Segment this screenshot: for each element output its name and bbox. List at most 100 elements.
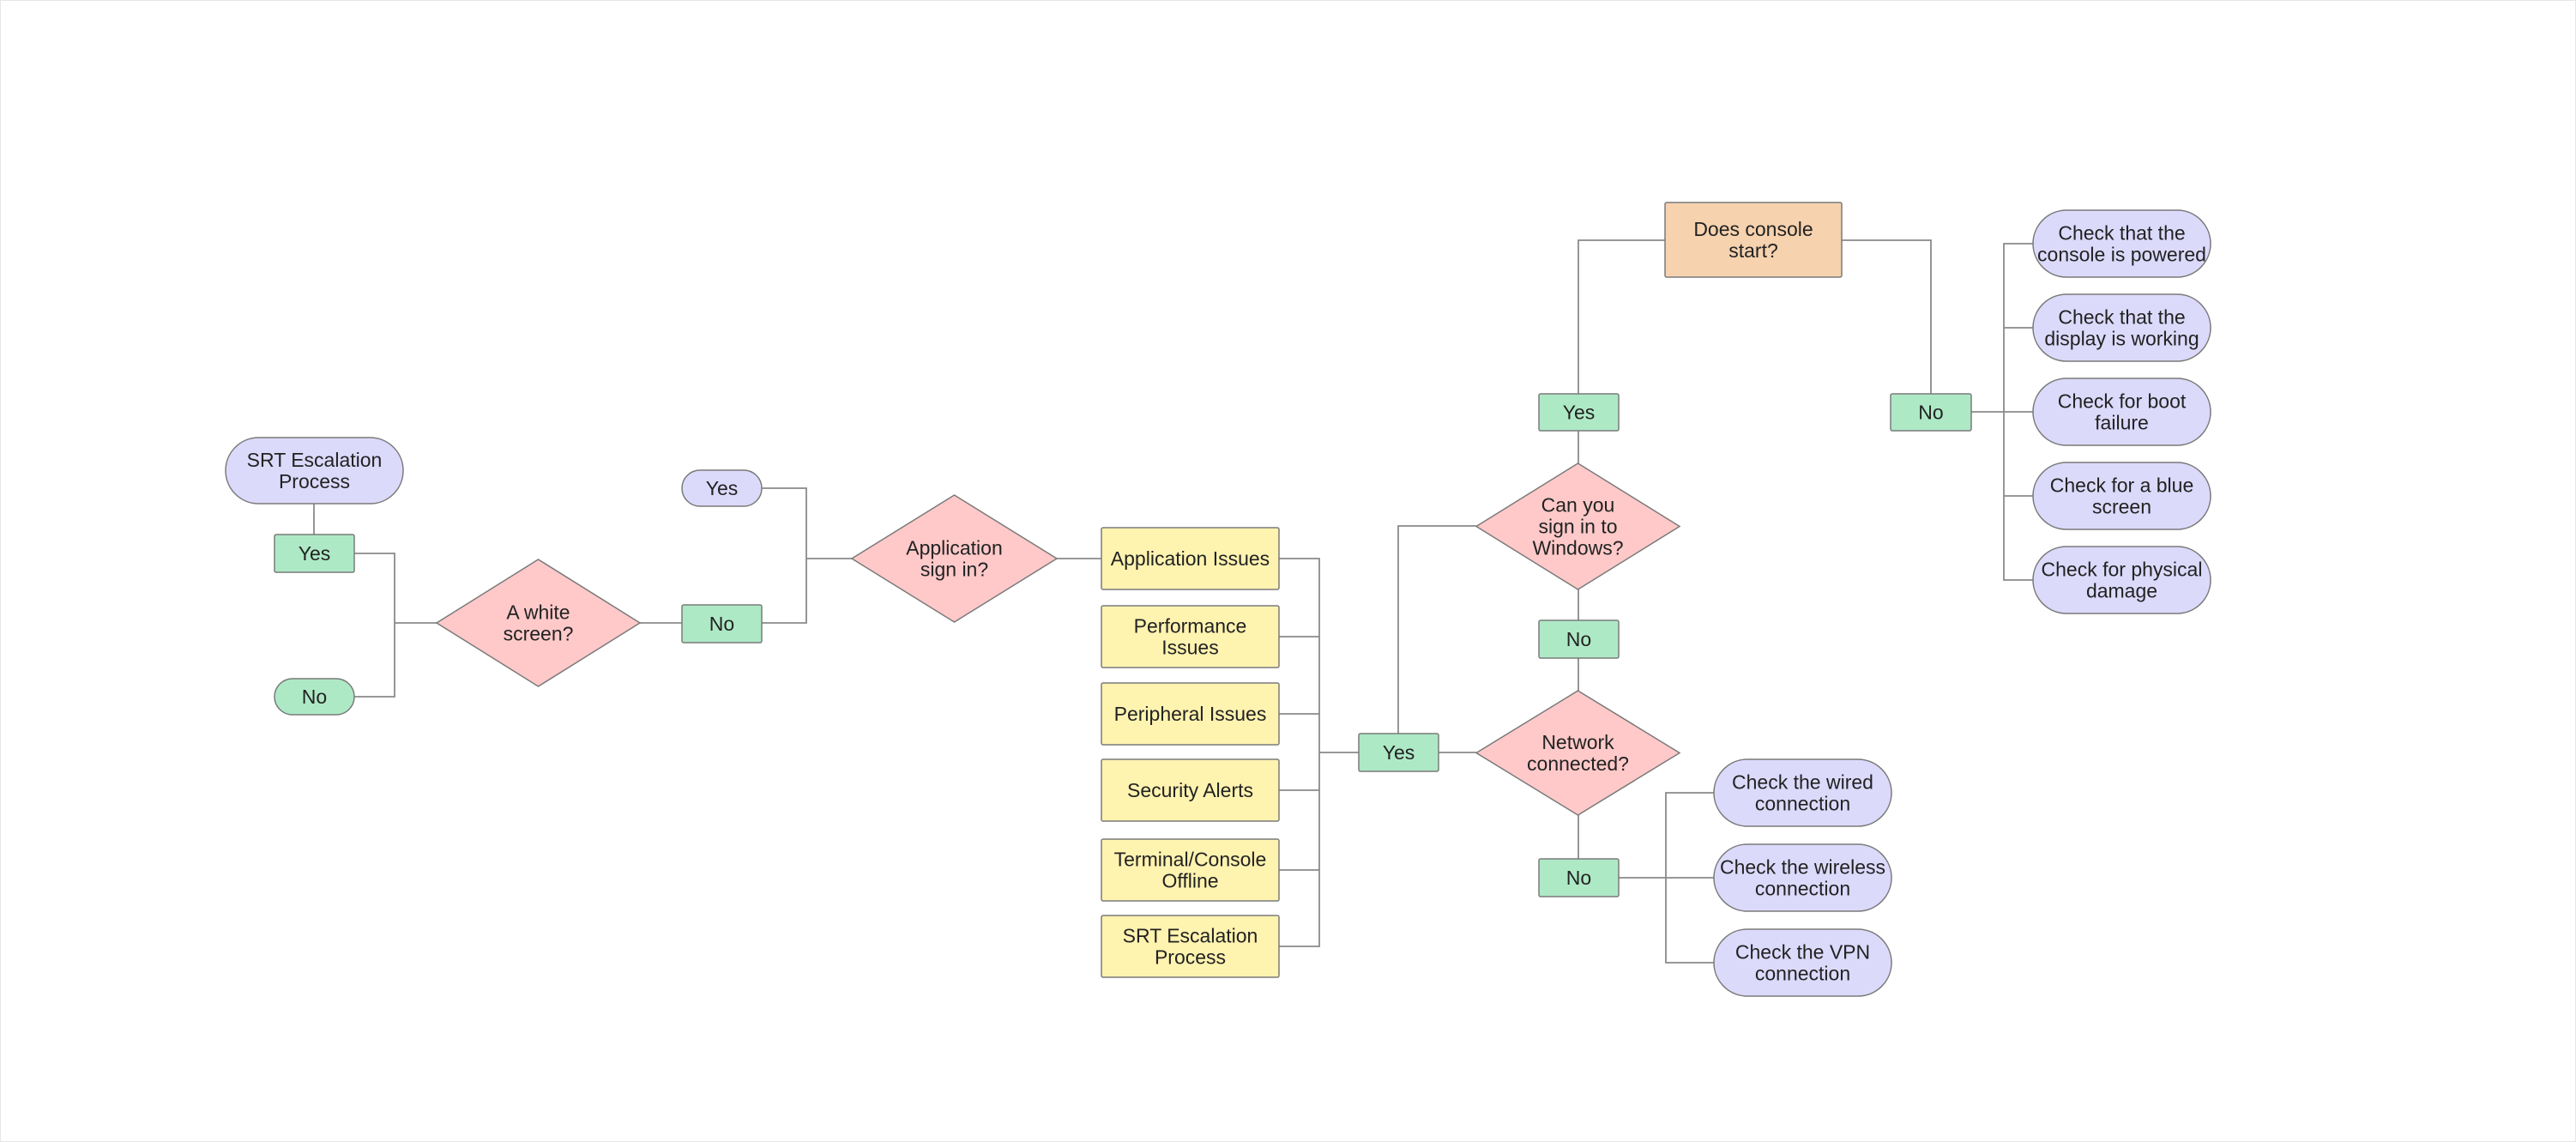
- node-label-line: Does console: [1693, 218, 1813, 240]
- node-label-line: Check the wired: [1732, 771, 1873, 794]
- connector: [1397, 525, 1476, 734]
- decision-shape: [850, 494, 1059, 623]
- node-label-line: Windows?: [1532, 537, 1623, 559]
- node-cat-yes: Yes: [1358, 733, 1439, 772]
- terminal-shape: [2032, 378, 2211, 446]
- node-label-line: Performance: [1134, 615, 1247, 637]
- node-label-line: Can you: [1541, 494, 1615, 517]
- terminal-shape: [1713, 758, 1892, 827]
- node-label-line: No: [1566, 628, 1591, 650]
- node-label-line: Issues: [1161, 637, 1218, 659]
- process-shape: [1538, 858, 1620, 897]
- process-shape: [1101, 527, 1280, 590]
- node-label-line: connection: [1755, 878, 1850, 900]
- node-cat-application: Application Issues: [1101, 527, 1280, 590]
- node-white-no: No: [681, 604, 763, 644]
- node-label-line: No: [302, 686, 327, 708]
- process-shape: [681, 604, 763, 644]
- node-net-no: No: [1538, 858, 1620, 897]
- terminal-shape: [1713, 843, 1892, 912]
- node-label-line: Yes: [1383, 741, 1415, 764]
- node-label-line: sign in?: [920, 559, 988, 581]
- terminal-shape: [274, 678, 355, 716]
- node-label-line: Yes: [706, 477, 739, 499]
- terminal-shape: [225, 437, 404, 505]
- decision-shape: [435, 559, 642, 687]
- node-label-line: Process: [1155, 946, 1226, 969]
- node-label-line: Application: [906, 537, 1003, 559]
- terminal-shape: [681, 469, 763, 507]
- node-label-line: display is working: [2044, 328, 2199, 350]
- terminal-shape: [2032, 293, 2211, 362]
- process-shape: [1101, 758, 1280, 822]
- node-label-line: Check for boot: [2058, 390, 2187, 413]
- node-label-line: Check the wireless: [1720, 856, 1885, 879]
- node-app-yes: Yes: [681, 469, 763, 507]
- node-win-no: No: [1538, 619, 1620, 659]
- process-shape: [1101, 682, 1280, 746]
- node-label-line: Check for physical: [2042, 559, 2203, 581]
- terminal-shape: [2032, 209, 2211, 278]
- node-label-line: Check for a blue: [2050, 474, 2193, 497]
- node-label-line: Check that the: [2058, 222, 2185, 245]
- connector: [762, 487, 807, 624]
- process-shape: [1538, 619, 1620, 659]
- node-label-line: A white: [506, 601, 570, 624]
- node-console-no: No: [1890, 393, 1972, 432]
- terminal-shape: [2032, 462, 2211, 530]
- decision-shape: [1475, 690, 1681, 816]
- node-console-yes: Yes: [1538, 393, 1620, 432]
- process-shape: [1890, 393, 1972, 432]
- node-cat-security: Security Alerts: [1101, 758, 1280, 822]
- node-label-line: SRT Escalation: [247, 449, 383, 471]
- node-label-line: Check that the: [2058, 306, 2185, 329]
- node-label-line: console is powered: [2037, 244, 2206, 266]
- node-label-line: connection: [1755, 963, 1850, 985]
- connector: [354, 553, 395, 698]
- node-label-line: Network: [1541, 731, 1614, 753]
- terminal-shape: [1713, 928, 1892, 997]
- node-label-line: SRT Escalation: [1123, 925, 1258, 947]
- node-start-yes: Yes: [274, 534, 355, 573]
- node-label-line: sign in to: [1538, 516, 1617, 538]
- decision-shape: [1475, 462, 1681, 590]
- process-shape: [1101, 915, 1280, 978]
- process-shape: [1101, 605, 1280, 668]
- node-label-line: Terminal/Console: [1114, 849, 1267, 871]
- node-label-line: Security Alerts: [1127, 779, 1253, 801]
- node-label-line: screen?: [504, 623, 574, 645]
- node-label-line: screen: [2092, 496, 2151, 518]
- node-label-line: Check the VPN: [1735, 941, 1870, 964]
- process-shape: [1664, 202, 1843, 278]
- node-start-no: No: [274, 678, 355, 716]
- node-cat-peripheral: Peripheral Issues: [1101, 682, 1280, 746]
- connector: [1578, 239, 1665, 394]
- node-label-line: Offline: [1161, 870, 1218, 892]
- node-label-line: Peripheral Issues: [1114, 703, 1267, 725]
- node-label-line: Yes: [1563, 402, 1596, 424]
- node-label-line: damage: [2086, 580, 2157, 602]
- node-label-line: No: [1918, 402, 1943, 424]
- connectors: [313, 239, 2033, 964]
- node-label-line: Application Issues: [1111, 547, 1270, 570]
- node-label-line: start?: [1728, 239, 1778, 262]
- process-shape: [274, 534, 355, 573]
- node-label-line: No: [709, 613, 734, 635]
- node-label-line: Yes: [299, 542, 331, 565]
